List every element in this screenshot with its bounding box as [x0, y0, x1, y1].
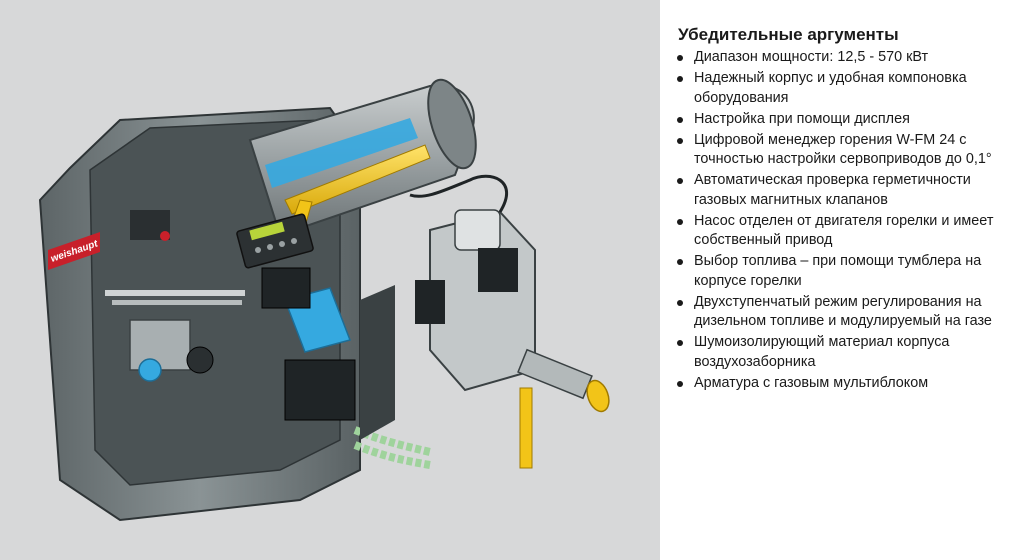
- bullet-icon: [677, 55, 683, 61]
- list-item-text: Двухступенчатый режим регулирования на д…: [694, 293, 992, 330]
- valve-connector: [415, 280, 445, 324]
- bullet-icon: [677, 299, 683, 306]
- list-item-text: Шумоизолирующий материал корпуса воздухо…: [694, 334, 950, 370]
- list-item: Выбор топлива – при помощи тумблера на к…: [674, 252, 1019, 291]
- solenoid-coil-black: [478, 248, 518, 292]
- bullet-icon: [677, 340, 683, 346]
- list-item: Надежный корпус и удобная компоновка обо…: [674, 69, 1019, 108]
- black-ignition-unit: [284, 359, 356, 421]
- black-transformer: [261, 267, 311, 309]
- list-item: Цифровой менеджер горения W-FM 24 с точн…: [674, 131, 1019, 170]
- fuel-lines: [112, 300, 242, 305]
- list-item-text: Цифровой менеджер горения W-FM 24 с точн…: [694, 131, 992, 168]
- display-button: [279, 241, 285, 247]
- list-item-text: Насос отделен от двигателя горелки и име…: [694, 212, 994, 249]
- display-button: [267, 244, 273, 250]
- blue-air-channel: [265, 118, 418, 188]
- ball-valve-handle: [519, 387, 533, 469]
- housing-vent-grille: [360, 285, 395, 440]
- feature-list: Диапазон мощности: 12,5 - 570 кВт Надежн…: [674, 48, 1019, 395]
- gas-inlet-yellow: [586, 379, 610, 413]
- bullet-icon: [677, 259, 683, 265]
- list-item: Двухступенчатый режим регулирования на д…: [674, 293, 1019, 332]
- bullet-icon: [677, 116, 683, 123]
- solenoid-coil: [454, 209, 501, 251]
- pump-pulley: [186, 346, 214, 374]
- control-display-screen: [249, 221, 285, 241]
- bullet-icon: [677, 178, 683, 184]
- fuel-hose: [353, 441, 431, 469]
- fuel-lines: [105, 290, 245, 296]
- list-item-text: Надежный корпус и удобная компоновка обо…: [694, 70, 967, 106]
- list-item-text: Настройка при помощи дисплея: [694, 110, 910, 127]
- list-item-text: Выбор топлива – при помощи тумблера на к…: [694, 253, 982, 289]
- control-display-unit: [236, 213, 314, 269]
- list-item: Шумоизолирующий материал корпуса воздухо…: [674, 333, 1019, 372]
- brand-strip: [48, 232, 100, 270]
- list-item: Настройка при помощи дисплея: [674, 110, 1019, 130]
- bullet-icon: [677, 380, 683, 387]
- bullet-icon: [677, 76, 683, 82]
- display-button: [291, 238, 297, 244]
- red-connector: [160, 231, 170, 241]
- blast-tube-opening: [427, 78, 477, 170]
- text-panel: Убедительные аргументы Диапазон мощности…: [660, 0, 1024, 560]
- list-item-text: Диапазон мощности: 12,5 - 570 кВт: [694, 49, 929, 65]
- pump-gear: [138, 358, 162, 382]
- burner-cutaway-illustration: weishaupt: [38, 78, 610, 522]
- oil-pump: [129, 319, 191, 371]
- bullet-icon: [677, 137, 683, 144]
- list-item: Автоматическая проверка герметичности га…: [674, 171, 1019, 210]
- list-item: Диапазон мощности: 12,5 - 570 кВт: [674, 48, 1019, 68]
- list-item: Арматура с газовым мультиблоком: [674, 374, 1019, 394]
- list-item-text: Автоматическая проверка герметичности га…: [694, 172, 971, 208]
- display-button: [255, 247, 261, 253]
- page-title: Убедительные аргументы: [678, 25, 899, 44]
- burner-illustration-panel: weishaupt: [0, 0, 660, 560]
- fuel-hose: [353, 426, 431, 456]
- valve-cable: [409, 174, 508, 213]
- list-item: Насос отделен от двигателя горелки и име…: [674, 212, 1019, 251]
- yellow-ignition-electrodes: [284, 144, 431, 215]
- list-item-text: Арматура с газовым мультиблоком: [694, 374, 929, 391]
- bullet-icon: [677, 218, 683, 225]
